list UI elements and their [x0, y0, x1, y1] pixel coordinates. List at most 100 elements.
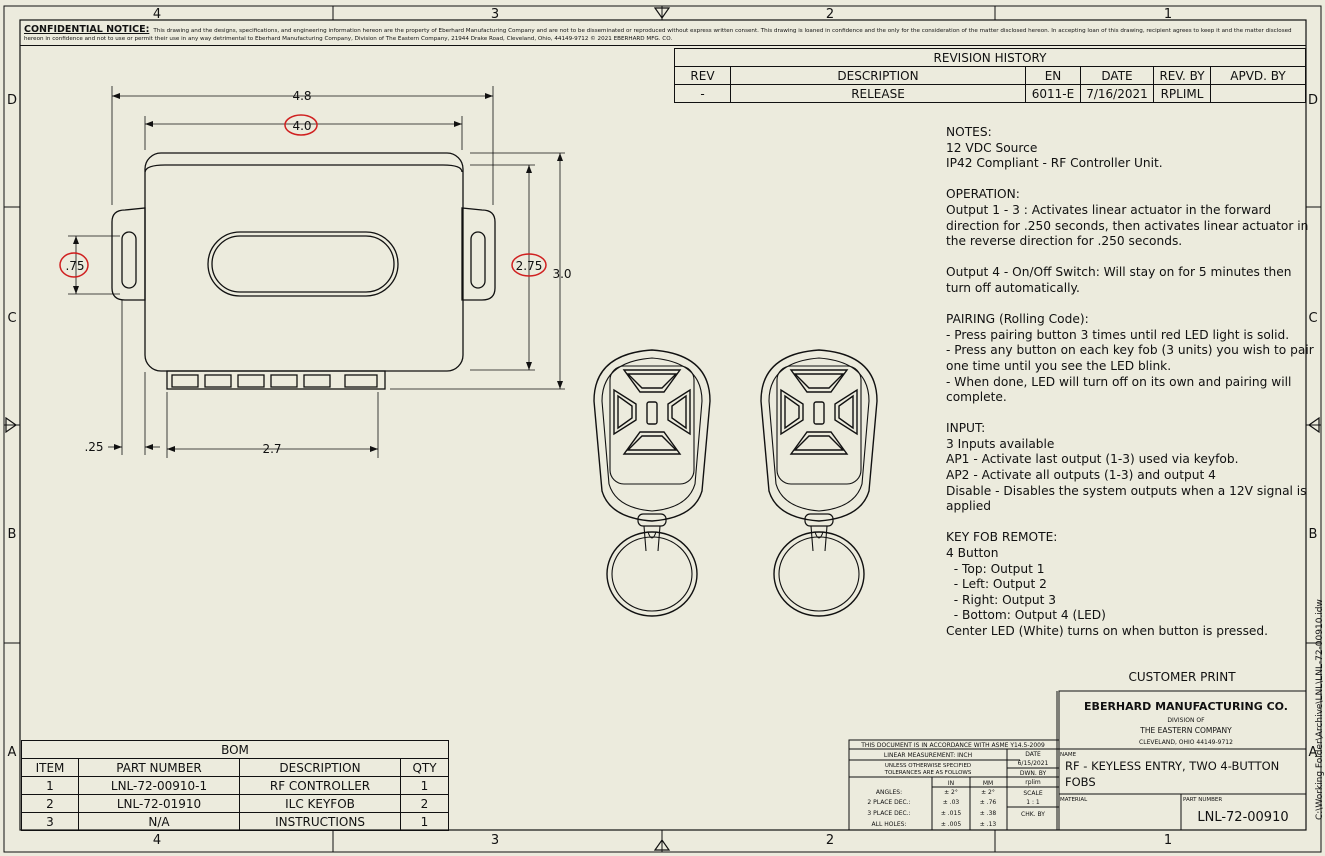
rev-header-apvd-by: APVD. BY [1210, 66, 1306, 85]
zone-row-d-right: D [1308, 93, 1318, 108]
zone-col-3-top: 3 [491, 7, 499, 22]
keyfob-left [593, 349, 711, 617]
dimension-arrows [73, 93, 563, 452]
bom-cell: ILC KEYFOB [239, 794, 401, 813]
note-line [946, 515, 1306, 531]
note-line: complete. [946, 390, 1007, 405]
rev-header-rev-by: REV. BY [1153, 66, 1211, 85]
zone-row-c-left: C [7, 311, 16, 326]
rev-cell: RELEASE [730, 84, 1026, 103]
tol-holes-mm: ± .13 [980, 821, 997, 828]
revision-history-table: REVISION HISTORY REV DESCRIPTION EN DATE… [674, 48, 1306, 103]
note-line: applied [946, 499, 991, 514]
note-line: AP1 - Activate last output (1-3) used vi… [946, 452, 1239, 467]
col-mm: MM [983, 780, 993, 787]
tol-angles-mm: ± 2° [981, 789, 995, 796]
dim-connector-width: 2.7 [262, 442, 281, 456]
zone-col-1-bottom: 1 [1164, 833, 1172, 848]
confidential-notice: CONFIDENTIAL NOTICE:This drawing and the… [24, 24, 1306, 43]
note-line: - Press any button on each key fob (3 un… [946, 343, 1314, 358]
note-line [946, 250, 1306, 266]
bom-title: BOM [21, 740, 449, 759]
tol-angles-label: ANGLES: [876, 789, 902, 796]
tol-2place-mm: ± .76 [980, 799, 997, 806]
zone-col-1-top: 1 [1164, 7, 1172, 22]
drawing-name-line2: FOBS [1065, 775, 1096, 789]
note-line: - When done, LED will turn off on its ow… [946, 374, 1292, 389]
tolerance-note: TOLERANCES ARE AS FOLLOWS [884, 770, 972, 776]
note-line: 3 Inputs available [946, 436, 1055, 451]
note-line: KEY FOB REMOTE: [946, 530, 1058, 545]
name-label: NAME [1060, 752, 1077, 758]
note-line: OPERATION: [946, 187, 1020, 202]
bom-cell: 1 [21, 776, 79, 795]
bom-cell: 3 [21, 812, 79, 831]
note-line: - Bottom: Output 4 (LED) [946, 608, 1106, 623]
note-line [946, 297, 1306, 313]
tol-2place-label: 2 PLACE DEC.: [867, 799, 910, 806]
file-path: C:\Working Folder\Archive\LNL\LNL-72-009… [1315, 599, 1325, 820]
tol-holes-label: ALL HOLES: [872, 821, 907, 828]
note-line: 12 VDC Source [946, 140, 1038, 155]
note-line: Output 1 - 3 : Activates linear actuator… [946, 202, 1272, 217]
date-label: DATE [1025, 751, 1041, 758]
note-line: 4 Button [946, 546, 999, 561]
zone-row-a-right: A [1309, 745, 1318, 760]
unit-note: LINEAR MEASUREMENT: INCH [884, 752, 972, 759]
note-line [946, 172, 1306, 188]
zone-col-4-top: 4 [153, 7, 161, 22]
note-line: one time until you see the LED blink. [946, 358, 1172, 373]
scale-label: SCALE [1023, 790, 1042, 797]
revision-history-title: REVISION HISTORY [674, 48, 1306, 67]
zone-col-2-top: 2 [826, 7, 834, 22]
tol-holes-in: ± .005 [941, 821, 961, 828]
keyfob-right [760, 349, 878, 617]
zone-row-a-left: A [8, 745, 17, 760]
note-line: - Left: Output 2 [946, 577, 1047, 592]
zone-row-b-right: B [1309, 527, 1318, 542]
rev-cell: 6011-E [1025, 84, 1081, 103]
zone-col-4-bottom: 4 [153, 833, 161, 848]
note-line [946, 406, 1306, 422]
note-line: - Press pairing button 3 times until red… [946, 327, 1290, 342]
title-block-lines [848, 690, 1307, 831]
notice-divider [20, 45, 1306, 46]
note-line: turn off automatically. [946, 280, 1080, 295]
rev-cell [1210, 84, 1306, 103]
zone-row-d-left: D [7, 93, 17, 108]
note-line: NOTES: [946, 125, 992, 139]
note-line: direction for .250 seconds, then activat… [946, 218, 1309, 233]
tol-3place-in: ± .015 [941, 810, 961, 817]
bom-cell: RF CONTROLLER [239, 776, 401, 795]
rev-header-en: EN [1025, 66, 1081, 85]
drawing-scale: 1 : 1 [1026, 799, 1040, 806]
dim-slot-height: .75 [65, 259, 84, 273]
division-label: DIVISION OF [1167, 717, 1205, 724]
notes-block: NOTES: 12 VDC Source IP42 Compliant - RF… [946, 125, 1314, 640]
bom-cell: 2 [21, 794, 79, 813]
part-number: LNL-72-00910 [1197, 810, 1288, 825]
note-line: IP42 Compliant - RF Controller Unit. [946, 156, 1163, 171]
note-line: Center LED (White) turns on when button … [946, 624, 1269, 638]
centering-arrows [5, 7, 1320, 851]
confidential-label: CONFIDENTIAL NOTICE: [24, 24, 150, 35]
zone-row-c-right: C [1308, 311, 1317, 326]
customer-print-label: CUSTOMER PRINT [1128, 670, 1236, 684]
dim-overall-width: 4.8 [292, 89, 311, 103]
note-line: the reverse direction for .250 seconds. [946, 234, 1183, 249]
bom-cell: LNL-72-01910 [78, 794, 240, 813]
note-line: Output 4 - On/Off Switch: Will stay on f… [946, 265, 1292, 280]
drawn-by: rplim [1025, 779, 1041, 786]
unless-note: UNLESS OTHERWISE SPECIFIED [885, 763, 971, 769]
rev-cell: RPLIML [1153, 84, 1211, 103]
table-row: 2 LNL-72-01910 ILC KEYFOB 2 [21, 794, 449, 813]
bom-cell: 1 [400, 776, 449, 795]
rf-controller-drawing [111, 152, 496, 390]
bom-table: BOM ITEM PART NUMBER DESCRIPTION QTY 1 L… [21, 740, 449, 831]
note-line: - Top: Output 1 [946, 561, 1045, 576]
company-address: CLEVELAND, OHIO 44149-9712 [1139, 739, 1233, 746]
table-row: 3 N/A INSTRUCTIONS 1 [21, 812, 449, 831]
note-line: PAIRING (Rolling Code): [946, 312, 1089, 327]
